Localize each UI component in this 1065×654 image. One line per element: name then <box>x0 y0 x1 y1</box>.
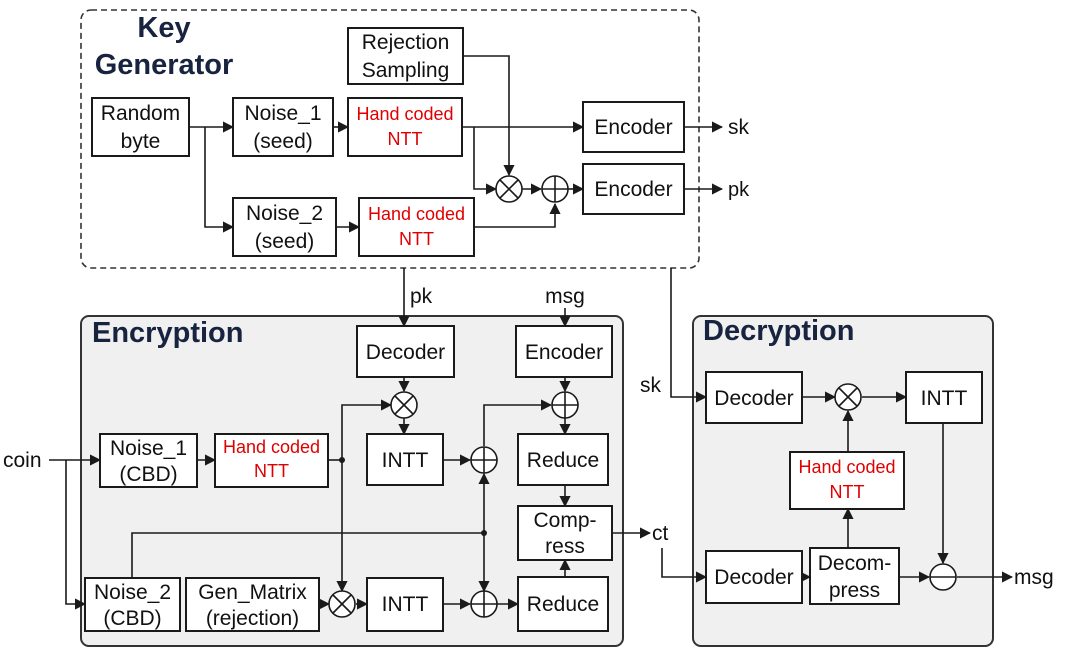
wire-random-to-noise2 <box>204 127 235 233</box>
kg-encoder-sk-block: Encoder <box>582 101 685 153</box>
dec-decoder2-block: Decoder <box>705 550 803 604</box>
key-generator-panel <box>80 9 700 269</box>
kg-ntt1-line2: NTT <box>388 129 423 149</box>
enc-ntt-block: Hand coded NTT <box>214 433 329 488</box>
encryption-panel <box>80 315 624 647</box>
kg-sk-output-label: sk <box>728 116 750 139</box>
kg-encoder-pk-label: Encoder <box>594 178 672 201</box>
dec-ntt-line1: Hand coded <box>798 457 895 477</box>
rejection-sampling-block: Rejection Sampling <box>347 27 464 85</box>
dec-ntt-block: Hand coded NTT <box>789 451 905 510</box>
enc-noise2-line2: (CBD) <box>103 607 161 630</box>
key-generator-title-line2: Generator <box>95 49 234 81</box>
enc-noise1-block: Noise_1 (CBD) <box>99 433 198 488</box>
kg-noise2-block: Noise_2 (seed) <box>232 197 337 257</box>
enc-intt2-block: INTT <box>366 577 444 632</box>
key-generator-title-line1: Key <box>137 12 190 44</box>
kg-multiply-operator <box>495 175 523 203</box>
decryption-title: Decryption <box>703 315 854 347</box>
wire-rejection-to-multiply <box>463 55 515 177</box>
dec-decompress-block: Decom- press <box>809 547 900 605</box>
kg-ntt2-line1: Hand coded <box>368 204 465 224</box>
kg-encoder-pk-block: Encoder <box>582 163 685 215</box>
enc-ntt-line2: NTT <box>254 461 289 481</box>
enc-gen-matrix-line2: (rejection) <box>206 607 299 630</box>
enc-add-encoder-operator <box>551 391 579 419</box>
enc-pk-input-label: pk <box>410 285 433 308</box>
kg-add-operator <box>541 175 569 203</box>
dec-decoder1-block: Decoder <box>705 371 803 424</box>
random-byte-block: Random byte <box>91 97 190 157</box>
kg-ntt2-line2: NTT <box>399 229 434 249</box>
enc-decoder-label: Decoder <box>366 341 445 364</box>
wire-sk-to-decryption <box>670 268 708 403</box>
dec-decoder2-label: Decoder <box>714 566 793 589</box>
enc-noise1-line2: (CBD) <box>119 463 177 486</box>
enc-gen-matrix-block: Gen_Matrix (rejection) <box>185 577 320 632</box>
dec-msg-output-label: msg <box>1014 566 1054 589</box>
encryption-title: Encryption <box>92 317 243 349</box>
dec-sk-input-label: sk <box>640 374 662 397</box>
enc-multiply2-operator <box>328 590 356 618</box>
enc-add1-operator <box>470 446 498 474</box>
enc-decoder-block: Decoder <box>356 325 455 378</box>
enc-ntt-line1: Hand coded <box>223 437 320 457</box>
kg-noise2-line2: (seed) <box>255 230 315 253</box>
dec-intt-block: INTT <box>905 371 983 424</box>
kg-ntt1-line1: Hand coded <box>356 104 453 124</box>
wire-noise2-to-bus <box>131 532 484 578</box>
wire-ntt2-to-add <box>474 202 561 228</box>
enc-msg-input-label: msg <box>545 285 585 308</box>
kg-ntt2-block: Hand coded NTT <box>358 197 475 257</box>
wire-ct-to-decoder <box>661 548 708 583</box>
enc-intt1-block: INTT <box>366 433 444 486</box>
enc-reduce1-block: Reduce <box>517 433 609 486</box>
wire-coin-to-noise2 <box>65 460 87 610</box>
dec-decoder1-label: Decoder <box>714 387 793 410</box>
wire-ntt1-to-multiply <box>473 127 498 195</box>
kg-noise1-line2: (seed) <box>253 130 313 153</box>
enc-multiply1-operator <box>390 391 418 419</box>
enc-reduce1-label: Reduce <box>527 449 599 472</box>
random-byte-line1: Random <box>101 102 180 125</box>
rejection-line2: Sampling <box>362 59 450 82</box>
enc-add2-operator <box>470 590 498 618</box>
dec-decompress-line1: Decom- <box>818 552 892 575</box>
kg-noise1-block: Noise_1 (seed) <box>232 97 334 157</box>
wire-add-to-encoder-add <box>483 399 553 446</box>
enc-noise1-line1: Noise_1 <box>110 437 187 460</box>
enc-intt2-label: INTT <box>382 593 429 616</box>
enc-compress-line1: Comp- <box>533 509 596 532</box>
dec-intt-label: INTT <box>921 387 968 410</box>
rejection-line1: Rejection <box>362 31 450 54</box>
enc-gen-matrix-line1: Gen_Matrix <box>198 581 307 604</box>
dec-multiply-operator <box>834 383 862 411</box>
enc-ct-output-label: ct <box>652 522 669 545</box>
kg-noise1-line1: Noise_1 <box>244 102 321 125</box>
enc-encoder-label: Encoder <box>525 341 603 364</box>
enc-noise2-line1: Noise_2 <box>94 581 171 604</box>
enc-coin-input-label: coin <box>3 449 42 472</box>
kg-noise2-line1: Noise_2 <box>246 202 323 225</box>
enc-noise2-block: Noise_2 (CBD) <box>84 577 181 632</box>
kg-pk-output-label: pk <box>728 179 750 201</box>
random-byte-line2: byte <box>121 130 161 153</box>
enc-compress-block: Comp- ress <box>517 505 613 561</box>
enc-reduce2-label: Reduce <box>527 593 599 616</box>
dec-subtract-operator <box>929 563 957 591</box>
wire-ntt-to-multiply1 <box>341 399 393 460</box>
dec-decompress-line2: press <box>829 579 880 602</box>
kg-ntt1-block: Hand coded NTT <box>347 97 463 157</box>
dec-ntt-line2: NTT <box>830 482 865 502</box>
enc-intt1-label: INTT <box>382 449 429 472</box>
enc-compress-line2: ress <box>545 535 585 558</box>
enc-reduce2-block: Reduce <box>517 576 609 632</box>
enc-encoder-block: Encoder <box>515 325 613 378</box>
kg-encoder-sk-label: Encoder <box>594 116 672 139</box>
